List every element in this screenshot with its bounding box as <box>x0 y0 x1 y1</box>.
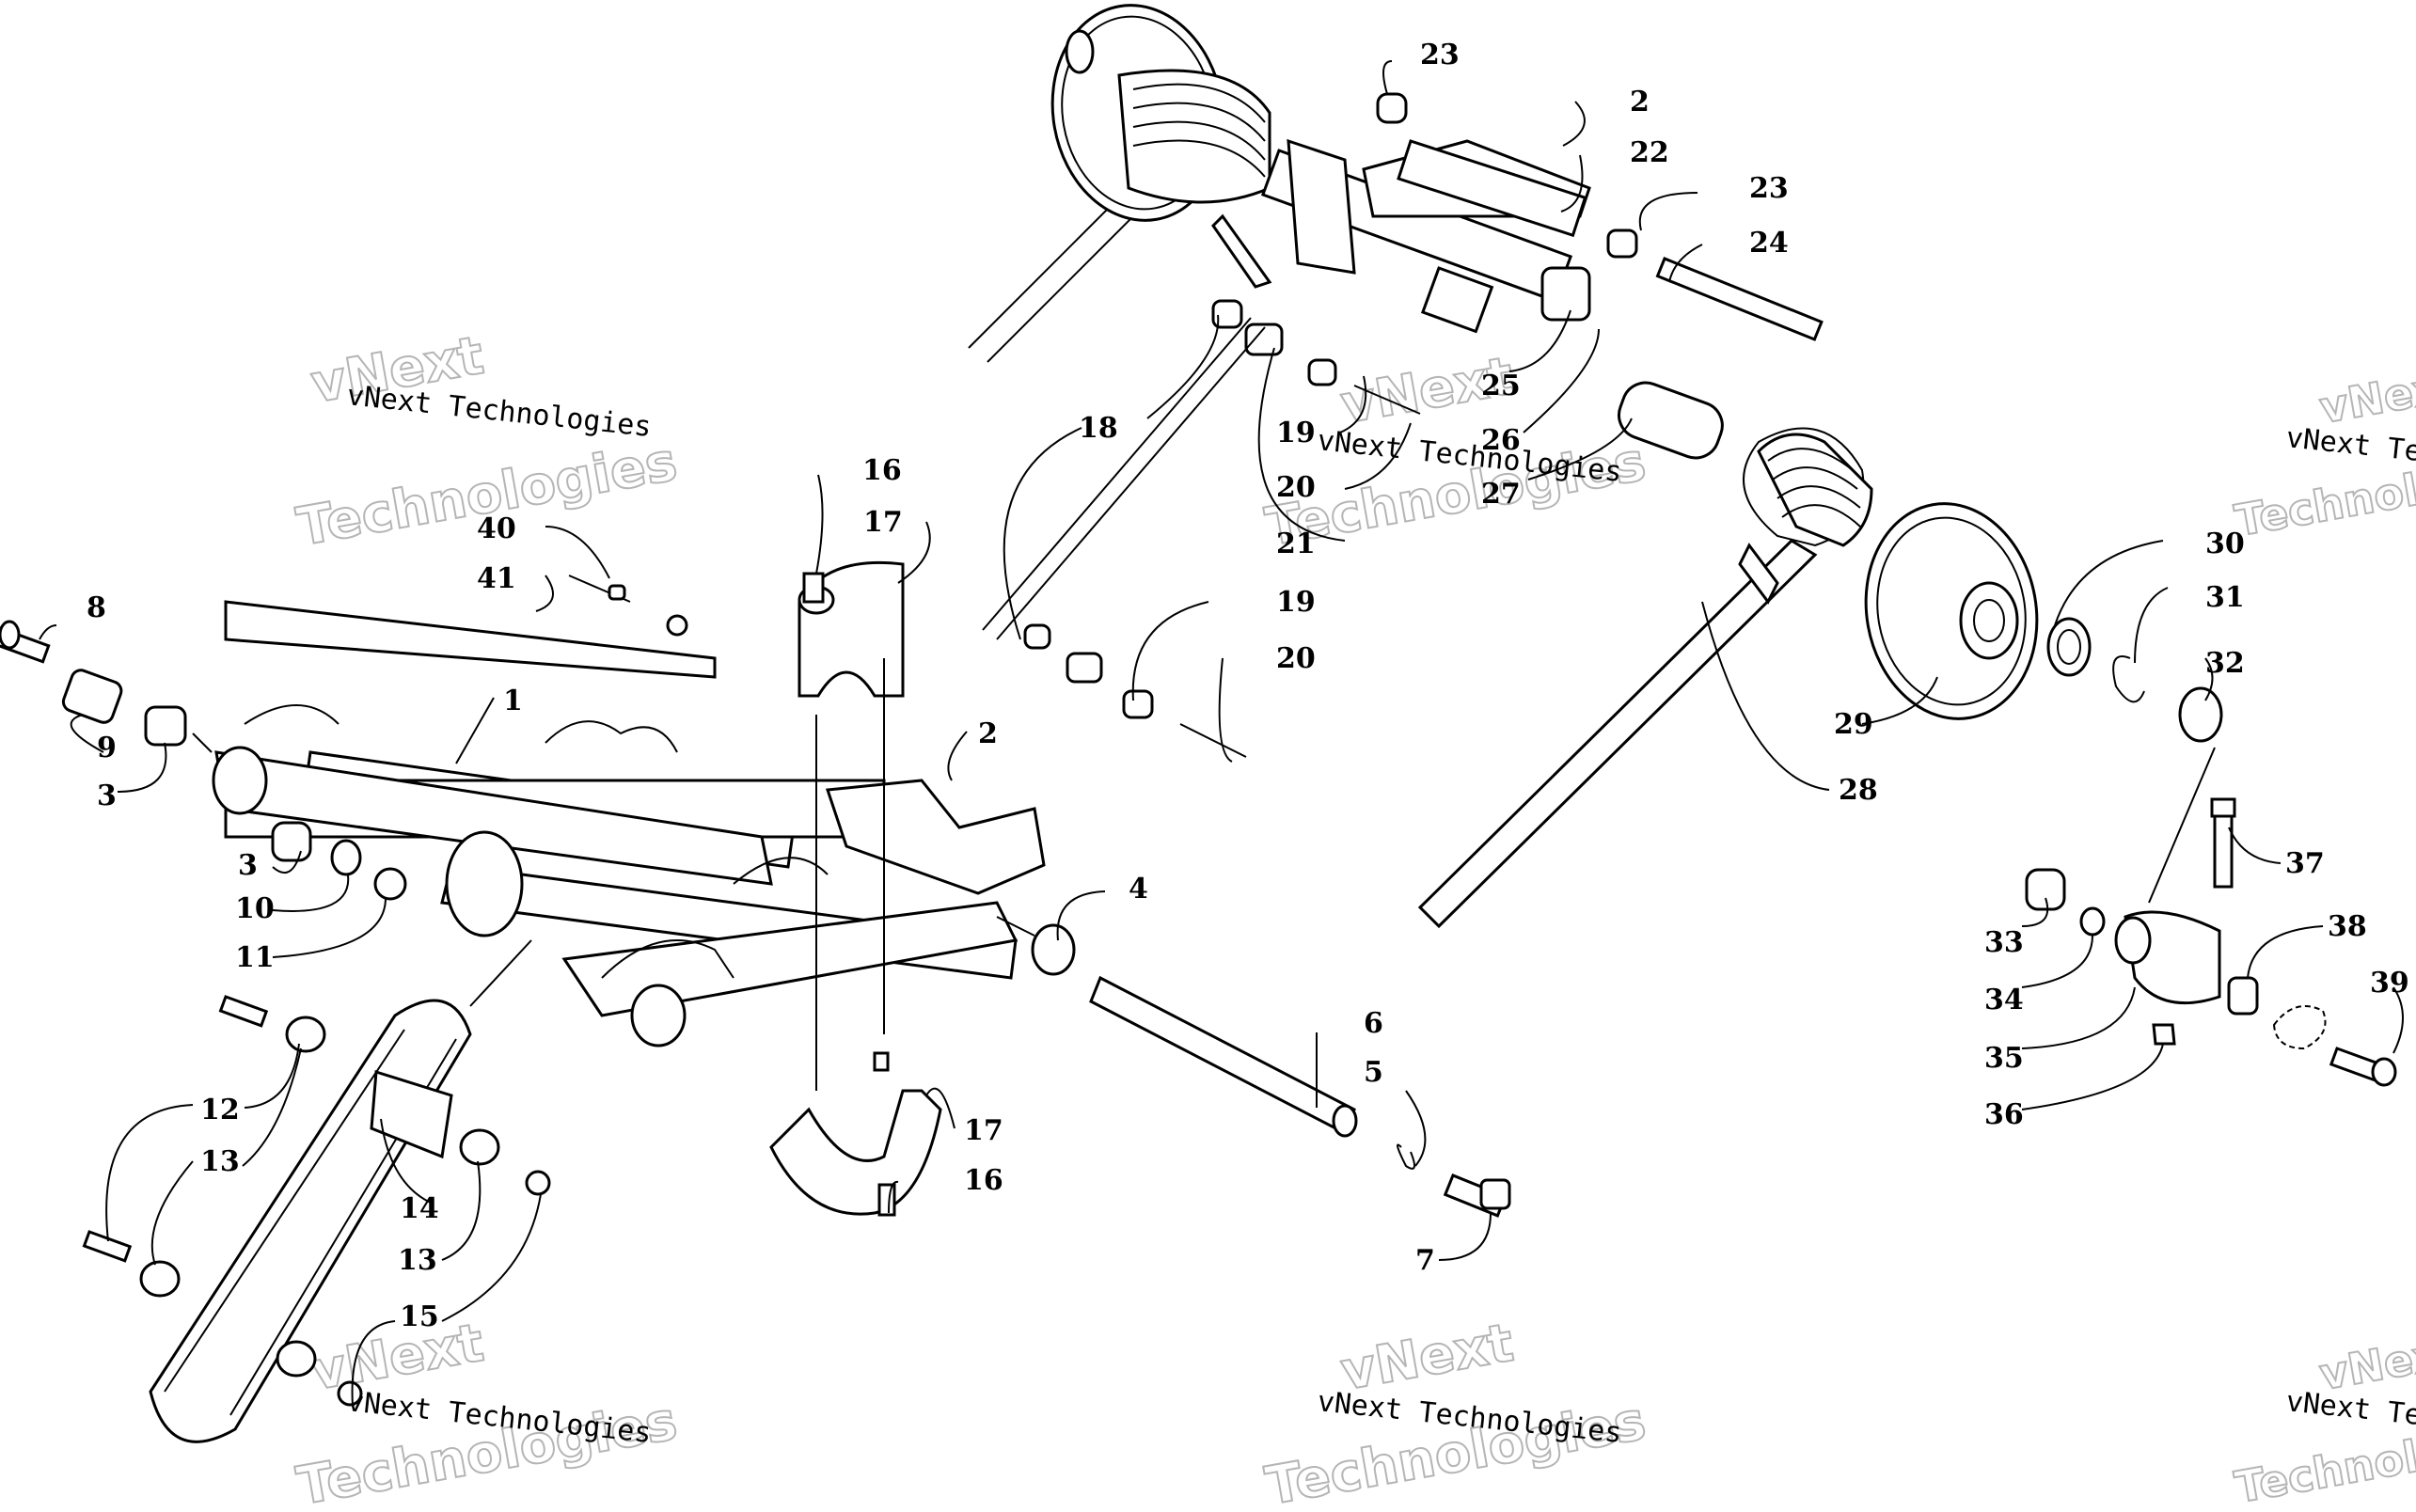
callout-34: 34 <box>1984 984 2024 1016</box>
callout-1: 1 <box>503 685 523 717</box>
callout-23: 23 <box>1420 39 1460 71</box>
watermark-bottom-right: vNext Technologies vNext Technologies <box>2231 1324 2416 1512</box>
callout-19: 19 <box>1276 417 1316 449</box>
strap-14 <box>82 939 551 1443</box>
watermark-bottom-center: vNext Technologies vNext Technologies <box>1260 1312 1650 1512</box>
callout-20: 20 <box>1276 642 1316 675</box>
svg-text:vNext Technologies: vNext Technologies <box>345 379 653 444</box>
callout-31: 31 <box>2205 581 2245 614</box>
callout-29: 29 <box>1834 708 1873 741</box>
callout-17: 17 <box>964 1114 1003 1147</box>
callout-28: 28 <box>1839 774 1878 807</box>
cover-17-top <box>797 560 905 698</box>
svg-text:vNext: vNext <box>2316 358 2416 433</box>
rail-41 <box>224 575 717 679</box>
callout-5: 5 <box>1364 1056 1383 1089</box>
callout-6: 6 <box>1364 1007 1383 1040</box>
callout-18: 18 <box>1079 412 1118 445</box>
callout-25: 25 <box>1481 370 1521 402</box>
callout-32: 32 <box>2205 647 2245 680</box>
callout-36: 36 <box>1984 1098 2024 1131</box>
callout-23: 23 <box>1749 172 1789 205</box>
callout-39: 39 <box>2370 967 2409 1000</box>
callout-3: 3 <box>238 849 258 882</box>
callout-16: 16 <box>964 1164 1003 1197</box>
idler-wheel-29 <box>1864 502 2039 720</box>
svg-text:vNext: vNext <box>307 1313 488 1403</box>
callout-12: 12 <box>200 1094 240 1126</box>
callout-15: 15 <box>400 1300 439 1333</box>
callout-labels: 1 2 2 3 3 4 5 6 7 8 9 10 11 12 13 13 14 … <box>87 39 2409 1333</box>
callout-41: 41 <box>477 562 516 595</box>
watermark-top-right: vNext Technologies vNext Technologies <box>2231 357 2416 546</box>
callout-19: 19 <box>1276 586 1316 619</box>
callout-9: 9 <box>97 732 117 764</box>
callout-7: 7 <box>1415 1244 1435 1277</box>
bearing-30-ring-31-spacer-32 <box>2046 617 2223 743</box>
callout-8: 8 <box>87 591 106 624</box>
svg-text:vNext: vNext <box>2316 1325 2416 1399</box>
callout-30: 30 <box>2205 528 2245 560</box>
cover-17-bottom <box>769 658 942 1217</box>
callout-20: 20 <box>1276 471 1316 504</box>
shaft-6 <box>996 916 1511 1218</box>
leader-lines <box>39 60 2404 1407</box>
callout-27: 27 <box>1481 478 1521 511</box>
callout-37: 37 <box>2285 847 2325 880</box>
callout-14: 14 <box>400 1192 439 1225</box>
torsion-spring-right <box>1417 427 1873 929</box>
callout-21: 21 <box>1276 528 1316 560</box>
callout-4: 4 <box>1129 873 1148 906</box>
bracket-assembly-right <box>2025 747 2397 1087</box>
callout-16: 16 <box>862 454 902 487</box>
callout-10: 10 <box>235 892 275 925</box>
watermark-bottom-left: vNext Technologies vNext Technologies <box>292 1312 682 1512</box>
callout-33: 33 <box>1984 926 2024 959</box>
callout-26: 26 <box>1481 424 1521 457</box>
callout-40: 40 <box>477 512 516 545</box>
upper-spring-assembly <box>968 4 1591 363</box>
callout-24: 24 <box>1749 227 1789 260</box>
main-frame-1 <box>212 704 1046 1047</box>
callout-11: 11 <box>235 941 275 974</box>
callout-13: 13 <box>200 1145 240 1178</box>
hardware-upper <box>982 92 1824 758</box>
callout-2: 2 <box>1630 86 1650 118</box>
callout-35: 35 <box>1984 1042 2024 1075</box>
callout-22: 22 <box>1630 136 1669 169</box>
callout-17: 17 <box>863 506 903 539</box>
callout-13: 13 <box>398 1244 437 1277</box>
callout-3: 3 <box>97 780 117 812</box>
callout-2: 2 <box>978 717 998 750</box>
callout-38: 38 <box>2328 910 2367 943</box>
